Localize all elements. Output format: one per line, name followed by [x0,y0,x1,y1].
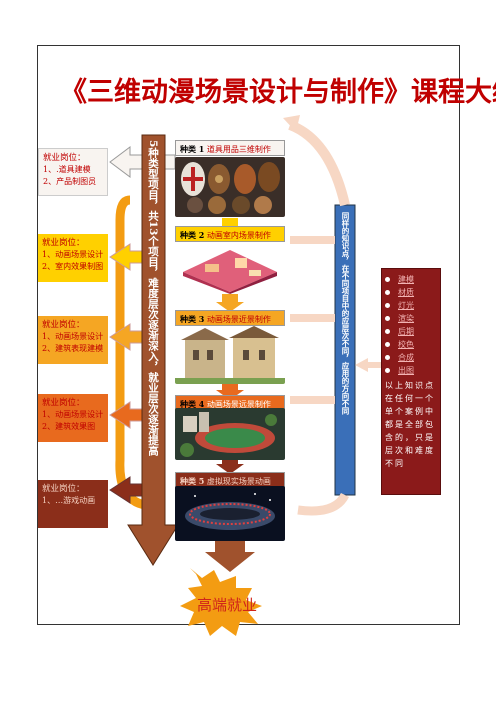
knowledge-link[interactable]: 出图 [398,366,414,375]
job-heading: 就业岗位： [42,238,85,248]
bullet-icon [385,316,390,321]
job-heading: 就业岗位： [43,153,86,163]
list-item: 灯光 [385,299,437,312]
job-box-4: 就业岗位： 1、动画场景设计 2、建筑效果图 [38,394,108,442]
arrow-to-job-2 [109,243,143,271]
job-heading: 就业岗位： [42,398,85,408]
vr-stadium-image [175,486,285,541]
down-arrow-2 [216,292,244,312]
down-arrow-3 [216,382,244,400]
list-item: 材质 [385,286,437,299]
job-line: 2、室内效果制图 [42,262,104,271]
down-arrow-4 [216,456,244,474]
job-line: 1、动画场景设计 [42,332,104,341]
center-big-arrow [127,134,179,566]
category-label-2: 种类 2 动画室内场景制作 [175,226,285,242]
bullet-icon [385,355,390,360]
job-box-1: 就业岗位： 1、.道具建模 2、产品制图员 [38,148,108,196]
list-item: 渲染 [385,312,437,325]
category-label-1: 种类 1 道具用品三维制作 [175,140,285,156]
list-item: 后期 [385,325,437,338]
interior-image [175,242,285,294]
job-line: 2、建筑效果图 [42,422,96,431]
knowledge-link[interactable]: 材质 [398,288,414,297]
knowledge-link[interactable]: 渲染 [398,314,414,323]
near-scene-image [175,326,285,384]
arrow-up-right [288,120,350,207]
knowledge-link[interactable]: 灯光 [398,301,414,310]
knowledge-link[interactable]: 合成 [398,353,414,362]
bullet-icon [385,303,390,308]
far-scene-image [175,408,285,460]
job-heading: 就业岗位： [42,484,85,494]
bullet-icon [385,290,390,295]
star-text: 高端就业 [196,596,257,614]
job-box-5: 就业岗位： 1、…游戏动画 [38,480,108,528]
knowledge-link[interactable]: 后期 [398,327,414,336]
knowledge-bar-text: 同样的知识点，在不同项目中的应层次不同，应用的方向不同 [341,212,350,415]
arrow-down-left [297,492,350,516]
page-title: 《三维动漫场景设计与制作》课程大纲 [60,77,496,108]
job-line: 2、产品制图员 [43,177,97,186]
job-line: 2、建筑表现建模 [42,344,104,353]
star-burst [180,568,262,636]
left-curved-arrow [115,195,147,510]
bullet-icon [385,277,390,282]
down-arrow-5 [205,540,255,572]
bullet-icon [385,342,390,347]
job-line: 1、.道具建模 [43,165,91,174]
knowledge-list: 建模 材质 灯光 渲染 后期 校色 合成 出图 [385,273,437,377]
props-image [175,157,285,217]
list-item: 建模 [385,273,437,286]
arrow-head-up [283,115,300,132]
knowledge-note: 以上知识点在任何一个单个案例中都是全部包含的，只是层次和难度不同 [385,381,435,468]
knowledge-points-box: 建模 材质 灯光 渲染 后期 校色 合成 出图 以上知识点在任何一个单个案例中都… [381,268,441,495]
job-line: 1、动画场景设计 [42,410,104,419]
page-frame [37,45,460,625]
job-heading: 就业岗位： [42,320,85,330]
job-line: 1、…游戏动画 [42,496,96,505]
arrow-learn-to-bar [355,358,381,372]
category-label-3: 种类 3 动画场景近景制作 [175,310,285,326]
bullet-icon [385,329,390,334]
knowledge-link[interactable]: 建模 [398,275,414,284]
center-arrow-text: 5种类型项目，共13个项目，难度层次逐渐深入，就业层次逐渐提高 [147,140,159,456]
arrow-to-job-3 [109,323,143,351]
list-item: 出图 [385,364,437,377]
bullet-icon [385,368,390,373]
list-item: 合成 [385,351,437,364]
list-item: 校色 [385,338,437,351]
knowledge-link[interactable]: 校色 [398,340,414,349]
job-box-2: 就业岗位： 1、动画场景设计 2、室内效果制图 [38,234,108,282]
job-box-3: 就业岗位： 1、动画场景设计 2、建筑表现建模 [38,316,108,364]
job-line: 1、动画场景设计 [42,250,104,259]
arrow-to-job-4 [109,401,143,429]
